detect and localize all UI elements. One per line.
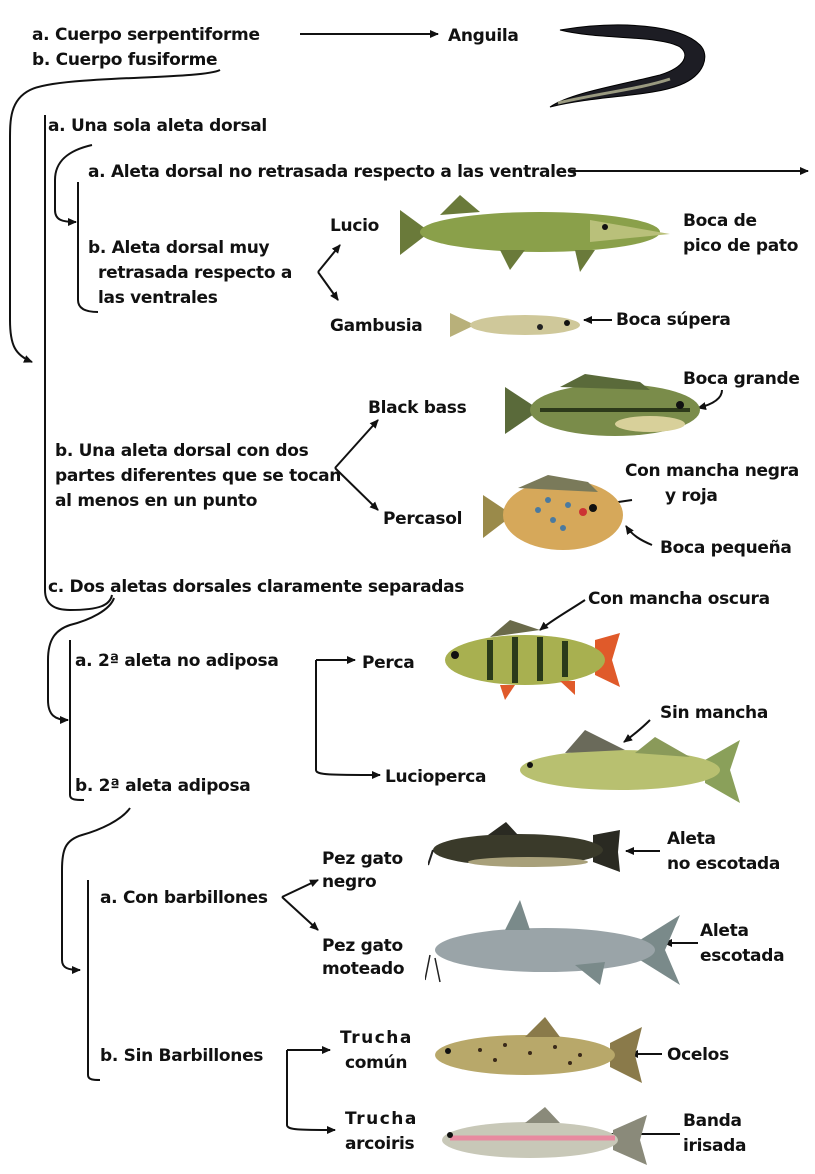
lucio-note-line2: pico de pato [683, 236, 799, 256]
anguila-name: Anguila [448, 26, 519, 46]
blackbass-illustration [505, 374, 700, 436]
key-2b-line3: al menos en un punto [55, 491, 258, 511]
percasol-note2: Boca pequeña [660, 538, 792, 558]
blackbass-name: Black bass [368, 398, 467, 418]
pezgato-moteado-name-line2: moteado [322, 959, 405, 979]
percasol-name: Percasol [383, 509, 463, 529]
lucio-illustration [400, 195, 670, 272]
key-1a-label: a. Cuerpo serpentiforme [32, 25, 260, 45]
key-2b-line1: b. Una aleta dorsal con dos [55, 441, 309, 461]
blackbass-note: Boca grande [683, 369, 800, 389]
moteado-note-line1: Aleta [700, 921, 749, 941]
key-3b-line2: retrasada respecto a [98, 263, 293, 283]
comun-note: Ocelos [667, 1045, 729, 1065]
key-2b-line2: partes diferentes que se tocan [55, 466, 342, 486]
key-5a-label: a. Con barbillones [100, 888, 268, 908]
percasol-note1-line2: y roja [665, 486, 718, 506]
arcoiris-note-line1: Banda [683, 1111, 742, 1131]
key-4b-label: b. 2ª aleta adiposa [75, 776, 251, 796]
lucioperca-name: Lucioperca [385, 767, 487, 787]
perca-note: Con mancha oscura [588, 589, 770, 609]
key-3b-line3: las ventrales [98, 288, 218, 308]
negro-note-line2: no escotada [667, 854, 781, 874]
percasol-note1-line1: Con mancha negra [625, 461, 799, 481]
pezgato-negro-name-line1: Pez gato [322, 849, 403, 869]
perca-name: Perca [362, 653, 415, 673]
lucioperca-note: Sin mancha [660, 703, 769, 723]
key-3b-line1: b. Aleta dorsal muy [88, 238, 270, 258]
moteado-note-line2: escotada [700, 946, 785, 966]
trucha-arcoiris-illustration [442, 1107, 647, 1165]
key-1b-label: b. Cuerpo fusiforme [32, 50, 218, 70]
lucioperca-illustration [520, 730, 740, 803]
key-5b-label: b. Sin Barbillones [100, 1046, 264, 1066]
key-2a-label: a. Una sola aleta dorsal [48, 116, 267, 136]
gambusia-note: Boca súpera [616, 310, 731, 330]
pezgato-moteado-name-line1: Pez gato [322, 936, 403, 956]
gambusia-name: Gambusia [330, 316, 423, 336]
trucha-arcoiris-name-line2: arcoiris [345, 1134, 415, 1154]
key-2c-label: c. Dos aletas dorsales claramente separa… [48, 577, 465, 597]
arcoiris-note-line2: irisada [683, 1136, 747, 1156]
trucha-comun-name-line2: común [345, 1053, 408, 1073]
pezgato-negro-illustration [428, 822, 620, 872]
negro-note-line1: Aleta [667, 829, 716, 849]
trucha-comun-illustration [435, 1017, 642, 1083]
lucio-note-line1: Boca de [683, 211, 757, 231]
percasol-illustration [483, 475, 623, 550]
key-3a-label: a. Aleta dorsal no retrasada respecto a … [88, 162, 577, 182]
pezgato-negro-name-line2: negro [322, 872, 377, 892]
anguila-illustration [549, 24, 706, 108]
key-4a-label: a. 2ª aleta no adiposa [75, 651, 279, 671]
trucha-arcoiris-name-line1: Trucha [345, 1109, 418, 1129]
perca-illustration [445, 620, 620, 700]
gambusia-illustration [450, 313, 580, 337]
trucha-comun-name-line1: Trucha [340, 1028, 413, 1048]
pezgato-moteado-illustration [425, 900, 680, 985]
lucio-name: Lucio [330, 216, 380, 236]
